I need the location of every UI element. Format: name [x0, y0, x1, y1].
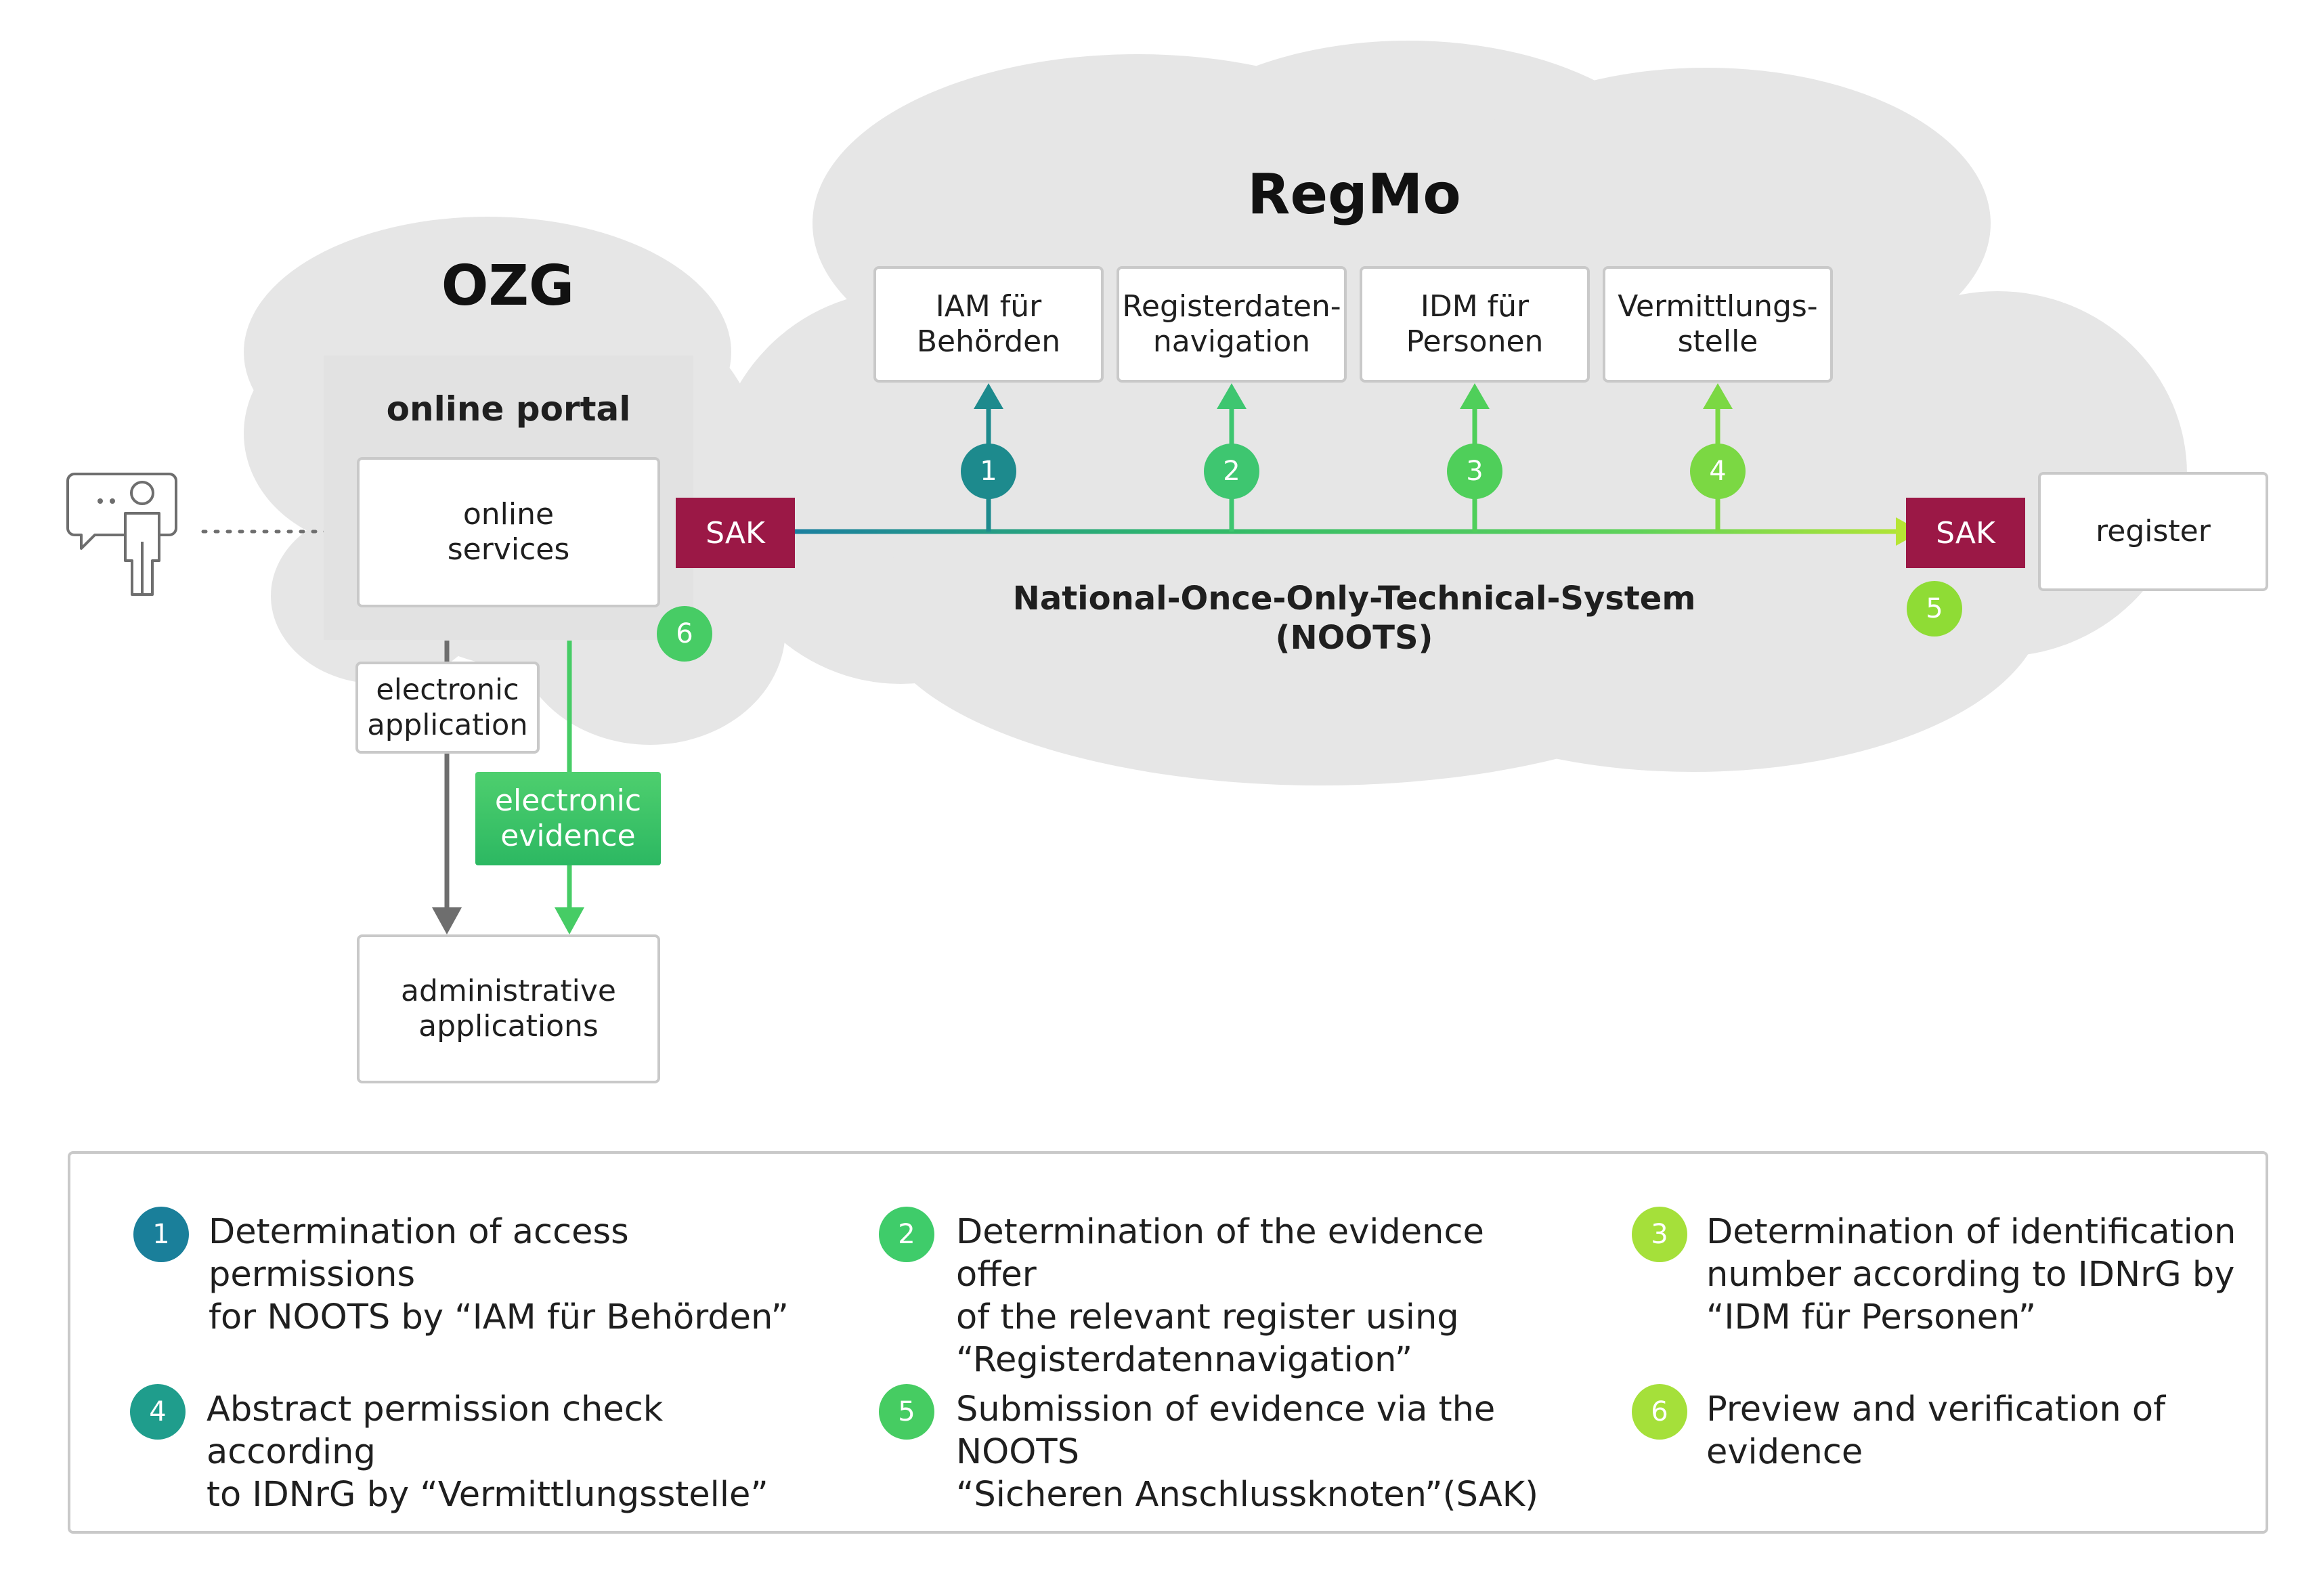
sak-right-node[interactable]: SAK [1906, 498, 2025, 568]
legend-badge-3: 3 [1632, 1207, 1687, 1262]
legend-text-3: Determination of identification number a… [1706, 1212, 2236, 1337]
step-badge-1: 1 [961, 444, 1016, 499]
ozg-title: OZG [441, 254, 575, 318]
legend-panel [68, 1151, 2268, 1534]
legend-text-6: Preview and verification of evidence [1706, 1389, 2166, 1472]
step-badge-6: 6 [657, 606, 712, 662]
registerdatennavigation-box[interactable]: Registerdaten- navigation [1117, 266, 1347, 383]
step-badge-4: 4 [1690, 444, 1746, 499]
electronic-evidence-label: electronic evidence [475, 772, 661, 865]
legend-text-1: Determination of access permissions for … [209, 1212, 789, 1337]
administrative-applications-box[interactable]: administrative applications [357, 934, 660, 1083]
step-badge-3: 3 [1447, 444, 1502, 499]
evidence-flow-arrowhead [555, 907, 584, 934]
electronic-application-label: electronic application [355, 662, 540, 754]
legend-badge-4: 4 [130, 1384, 186, 1440]
user-icon [66, 473, 177, 596]
legend-badge-2: 2 [879, 1207, 934, 1262]
online-portal-title: online portal [386, 389, 631, 429]
step-badge-2: 2 [1204, 444, 1259, 499]
idm-fuer-personen-box[interactable]: IDM für Personen [1360, 266, 1590, 383]
legend-badge-6: 6 [1632, 1384, 1687, 1440]
sak-left-node[interactable]: SAK [676, 498, 795, 568]
application-flow-arrowhead [432, 907, 462, 934]
legend-text-4: Abstract permission check according to I… [207, 1389, 768, 1515]
online-services-box[interactable]: online services [357, 457, 660, 607]
legend-badge-1: 1 [133, 1207, 189, 1262]
vermittlungsstelle-box[interactable]: Vermittlungs- stelle [1603, 266, 1833, 383]
noots-label: National-Once-Only-Technical-System (NOO… [1012, 580, 1696, 657]
legend-text-5: Submission of evidence via the NOOTS “Si… [956, 1389, 1539, 1515]
regmo-cloud [711, 41, 2187, 785]
step-badge-5: 5 [1907, 581, 1962, 637]
legend-badge-5: 5 [879, 1384, 934, 1440]
regmo-title: RegMo [1247, 163, 1461, 227]
iam-fuer-behoerden-box[interactable]: IAM für Behörden [873, 266, 1104, 383]
register-box[interactable]: register [2038, 472, 2268, 591]
legend-text-2: Determination of the evidence offer of t… [956, 1212, 1484, 1380]
